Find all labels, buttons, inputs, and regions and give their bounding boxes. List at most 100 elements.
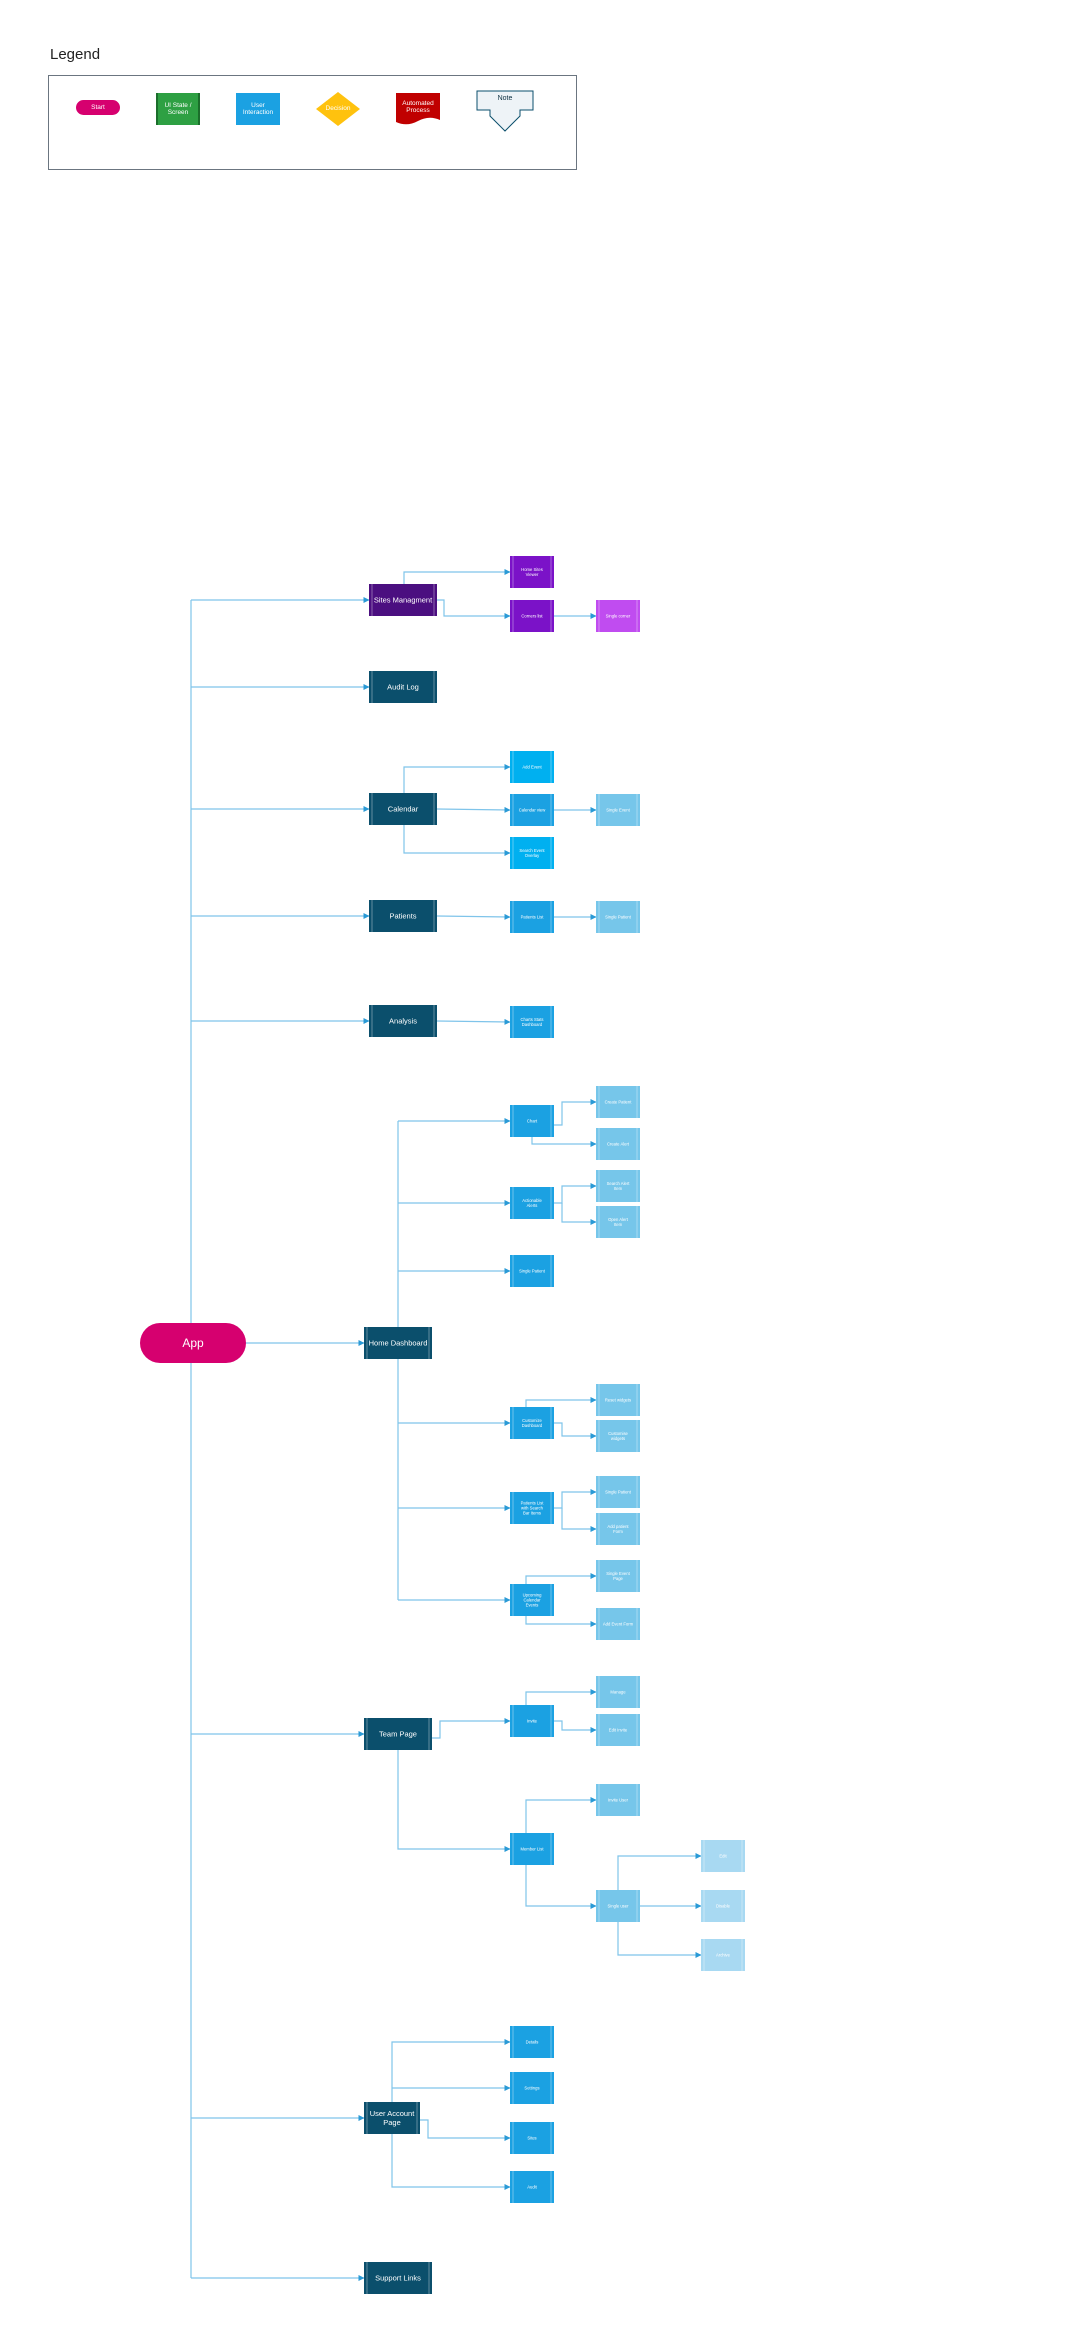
edge-t_single_c [617, 1922, 702, 1958]
node-label-u-c: Sites [527, 2135, 536, 2140]
node-t-invite: Invite [510, 1705, 554, 1737]
node-h-single: Single Patient [510, 1255, 554, 1287]
node-label-team: Team Page [379, 1730, 417, 1739]
node-app: App [140, 1323, 246, 1363]
legend-title: Legend [50, 46, 101, 63]
node-label-sites: Sites Managment [374, 596, 433, 605]
node-label-cal-d: Single Event [606, 807, 630, 812]
node-label-h-cust-a: Reset widgets [605, 1397, 631, 1402]
node-home: Home Dashboard [364, 1327, 432, 1359]
node-pat-b: Single Patient [596, 901, 640, 933]
node-label-t-invite-b: Edit Invite [609, 1727, 628, 1732]
node-h-plist-a: Single Patient [596, 1476, 640, 1508]
edge-sites-a [403, 569, 511, 584]
edge-h_plist_b [561, 1508, 597, 1532]
document-shape-icon [396, 93, 440, 125]
edge-t_invite_a [525, 1689, 597, 1705]
legend-user-interaction-label: User Interaction [242, 101, 274, 116]
legend-start-label: Start [91, 103, 105, 111]
node-label-cal-a: Add Event [522, 764, 542, 769]
node-u-c: Sites [510, 2122, 554, 2154]
edge-t_single [525, 1865, 597, 1909]
node-label-h-single: Single Patient [519, 1268, 546, 1273]
node-label-u-b: Settings [524, 2085, 539, 2090]
legend-ui-state-label: UI State / Screen [164, 101, 192, 116]
node-u-b: Settings [510, 2072, 554, 2104]
node-analysis: Analysis [369, 1005, 437, 1037]
node-label-t-single-c: Archive [716, 1952, 731, 1957]
node-label-app: App [182, 1336, 204, 1350]
edge-h_act_b [561, 1203, 597, 1225]
node-team: Team Page [364, 1718, 432, 1750]
node-label-calendar: Calendar [388, 805, 419, 814]
node-label-cal-b: Calendar view [519, 807, 547, 812]
node-cal-d: Single Event [596, 794, 640, 826]
edge-h_upc_a [525, 1573, 597, 1584]
node-t-single-b: Disable [701, 1890, 745, 1922]
node-audit: Audit Log [369, 671, 437, 703]
edge-cal-a [403, 764, 511, 793]
node-sites: Sites Managment [369, 584, 437, 616]
node-patients: Patients [369, 900, 437, 932]
edge-ana-a [436, 1018, 511, 1025]
node-u-d: Audit [510, 2171, 554, 2203]
node-h-upc-b: Add Event Form [596, 1608, 640, 1640]
node-label-h-plist-a: Single Patient [605, 1489, 632, 1494]
legend-start: Start [76, 100, 120, 115]
node-label-sites-c: Single corner [606, 613, 631, 618]
node-t-invite-b: Edit Invite [596, 1714, 640, 1746]
edge-u_a [391, 2039, 511, 2102]
edge-t_invite_b [554, 1720, 597, 1733]
node-label-analysis: Analysis [389, 1017, 417, 1026]
legend-note: Note [476, 90, 534, 132]
edge-u_c [420, 2119, 511, 2141]
connector-lines [190, 569, 702, 2281]
node-label-u-a: Details [526, 2039, 539, 2044]
edge-h_cust_b [554, 1422, 597, 1439]
node-cal-a: Add Event [510, 751, 554, 783]
legend-automated-label: Automated Process [402, 99, 434, 114]
node-label-t-member-a: Invite User [608, 1797, 629, 1802]
node-label-u-d: Audit [527, 2184, 537, 2189]
node-u-a: Details [510, 2026, 554, 2058]
node-t-member-a: Invite User [596, 1784, 640, 1816]
node-t-single-a: Edit [701, 1840, 745, 1872]
node-label-t-single-b: Disable [716, 1903, 731, 1908]
edge-cal-c [403, 825, 511, 856]
node-calendar: Calendar [369, 793, 437, 825]
node-label-h-chart: Chart [527, 1118, 538, 1123]
legend-decision-label: Decision [325, 105, 351, 113]
edge-h_act_a [554, 1183, 597, 1204]
edge-t_member_a [525, 1797, 597, 1833]
edge-t_single_a [617, 1853, 702, 1890]
edge-h_plist_a [554, 1489, 597, 1509]
node-support: Support Links [364, 2262, 432, 2294]
legend-user-interaction: User Interaction [236, 93, 280, 125]
node-label-audit: Audit Log [387, 683, 419, 692]
node-label-t-single: Single user [608, 1903, 630, 1908]
node-label-patients: Patients [389, 912, 416, 921]
node-label-t-single-a: Edit [719, 1853, 727, 1858]
node-label-t-invite-a: Manage [610, 1689, 626, 1694]
edge-pat-a [436, 913, 511, 920]
